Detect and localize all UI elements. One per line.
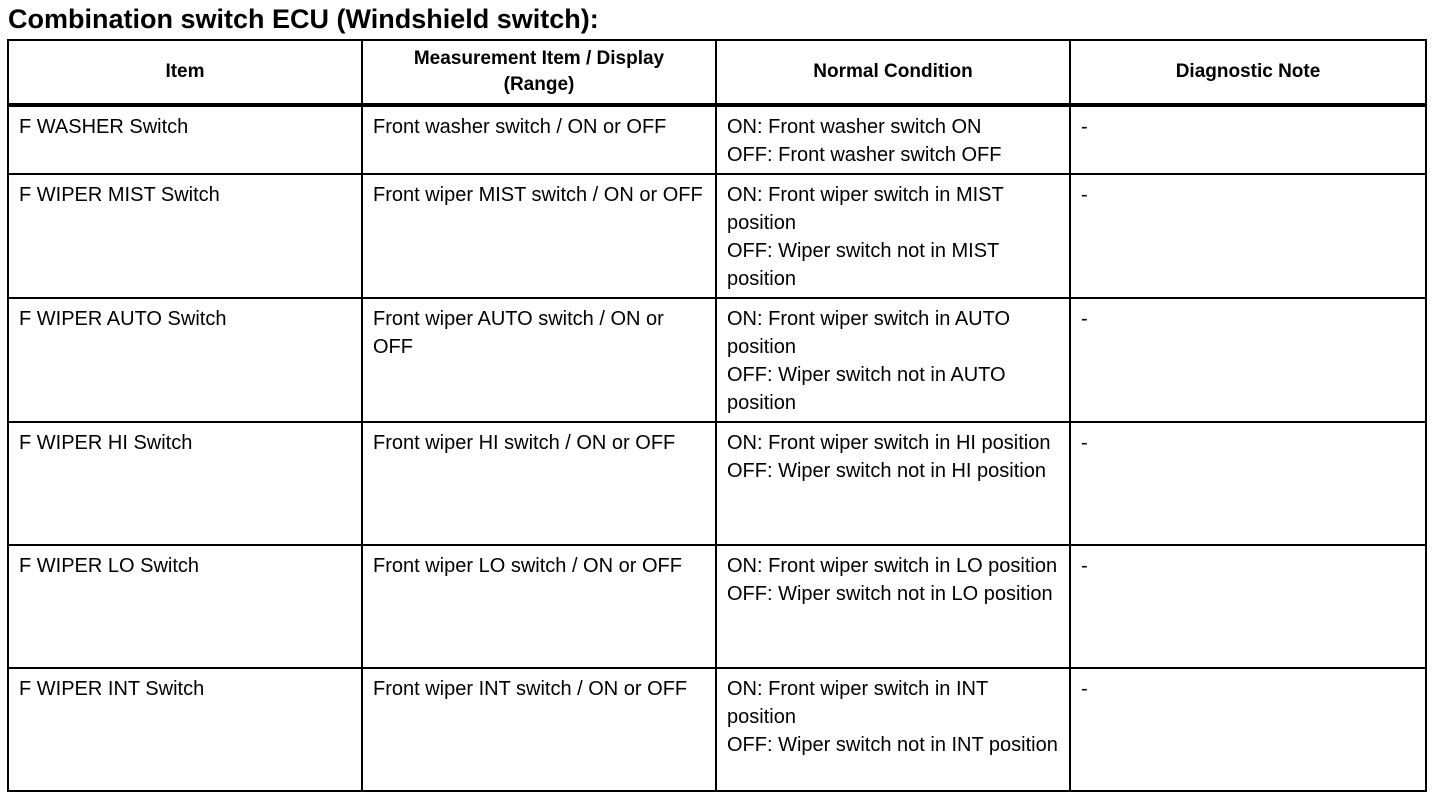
column-header-measurement-line1: Measurement Item / Display <box>413 48 665 69</box>
diagnostic-note-cell: - <box>1069 667 1427 792</box>
table-header-row: Item Measurement Item / Display (Range) … <box>7 39 1427 107</box>
normal-condition-cell: ON: Front wiper switch in LO position OF… <box>715 544 1071 669</box>
normal-off-text: OFF: Wiper switch not in LO position <box>727 583 1053 605</box>
normal-on-text: ON: Front wiper switch in LO position <box>727 555 1058 577</box>
page-title: Combination switch ECU (Windshield switc… <box>8 4 599 34</box>
normal-off-text: OFF: Wiper switch not in MIST position <box>727 240 999 290</box>
measurement-cell: Front wiper MIST switch / ON or OFF <box>361 173 717 299</box>
measurement-cell: Front washer switch / ON or OFF <box>361 104 717 175</box>
diagnostic-note-cell: - <box>1069 173 1427 299</box>
item-cell: F WASHER Switch <box>7 104 363 175</box>
column-header-normal-condition: Normal Condition <box>715 39 1071 107</box>
normal-on-text: ON: Front wiper switch in INT position <box>727 678 988 728</box>
column-header-measurement: Measurement Item / Display (Range) <box>361 39 717 107</box>
table-row: F WIPER LO Switch Front wiper LO switch … <box>7 544 1427 669</box>
table-row: F WIPER MIST Switch Front wiper MIST swi… <box>7 173 1427 299</box>
normal-on-text: ON: Front wiper switch in HI position <box>727 432 1051 454</box>
table-row: F WIPER HI Switch Front wiper HI switch … <box>7 421 1427 546</box>
normal-off-text: OFF: Front washer switch OFF <box>727 144 1002 166</box>
column-header-measurement-line2: (Range) <box>503 74 575 95</box>
item-cell: F WIPER INT Switch <box>7 667 363 792</box>
table-row: F WASHER Switch Front washer switch / ON… <box>7 104 1427 175</box>
diagnostic-note-cell: - <box>1069 421 1427 546</box>
diagnostic-note-cell: - <box>1069 544 1427 669</box>
item-cell: F WIPER MIST Switch <box>7 173 363 299</box>
data-list-table: Item Measurement Item / Display (Range) … <box>7 39 1427 792</box>
normal-on-text: ON: Front wiper switch in AUTO position <box>727 308 1011 358</box>
measurement-cell: Front wiper AUTO switch / ON or OFF <box>361 297 717 423</box>
normal-off-text: OFF: Wiper switch not in AUTO position <box>727 364 1006 414</box>
measurement-cell: Front wiper INT switch / ON or OFF <box>361 667 717 792</box>
normal-condition-cell: ON: Front washer switch ON OFF: Front wa… <box>715 104 1071 175</box>
normal-on-text: ON: Front washer switch ON <box>727 116 982 138</box>
measurement-cell: Front wiper HI switch / ON or OFF <box>361 421 717 546</box>
normal-condition-cell: ON: Front wiper switch in INT position O… <box>715 667 1071 792</box>
normal-on-text: ON: Front wiper switch in MIST position <box>727 184 1004 234</box>
normal-off-text: OFF: Wiper switch not in INT position <box>727 734 1058 756</box>
table-row: F WIPER AUTO Switch Front wiper AUTO swi… <box>7 297 1427 423</box>
item-cell: F WIPER AUTO Switch <box>7 297 363 423</box>
column-header-item: Item <box>7 39 363 107</box>
table-row: F WIPER INT Switch Front wiper INT switc… <box>7 667 1427 792</box>
item-cell: F WIPER HI Switch <box>7 421 363 546</box>
normal-off-text: OFF: Wiper switch not in HI position <box>727 460 1046 482</box>
diagnostic-note-cell: - <box>1069 104 1427 175</box>
diagnostic-note-cell: - <box>1069 297 1427 423</box>
normal-condition-cell: ON: Front wiper switch in HI position OF… <box>715 421 1071 546</box>
column-header-diagnostic-note: Diagnostic Note <box>1069 39 1427 107</box>
measurement-cell: Front wiper LO switch / ON or OFF <box>361 544 717 669</box>
normal-condition-cell: ON: Front wiper switch in MIST position … <box>715 173 1071 299</box>
normal-condition-cell: ON: Front wiper switch in AUTO position … <box>715 297 1071 423</box>
item-cell: F WIPER LO Switch <box>7 544 363 669</box>
